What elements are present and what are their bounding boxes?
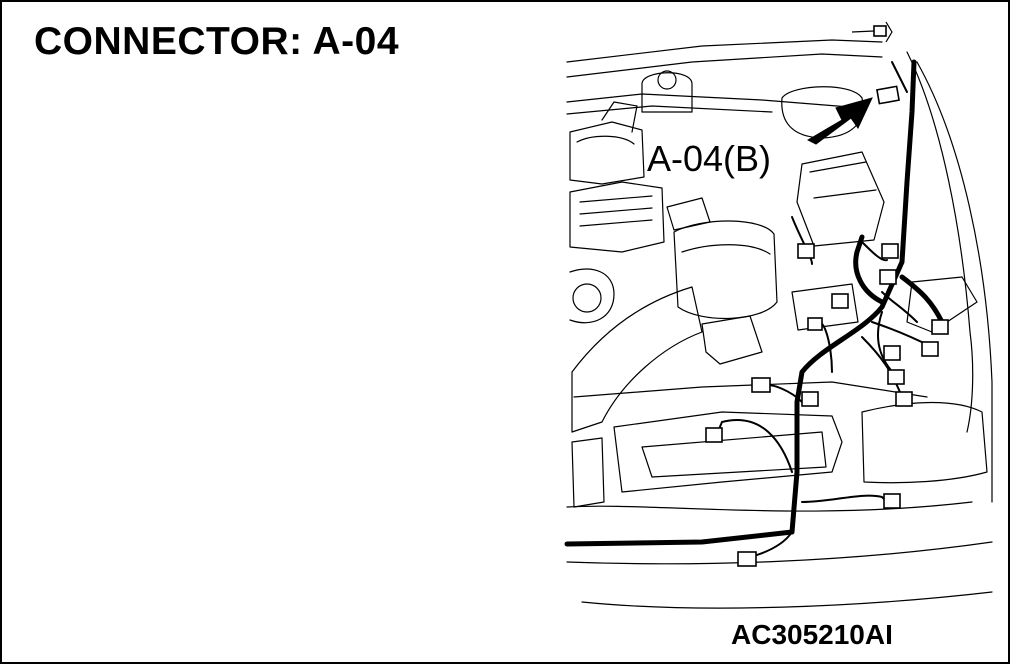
grille <box>571 437 605 508</box>
front-bumper <box>566 501 993 609</box>
intake-box <box>666 197 711 231</box>
radiator-support <box>573 381 928 398</box>
wiring-harness-branch <box>899 274 945 325</box>
connector <box>883 345 901 361</box>
connector <box>797 243 815 259</box>
callout-label: A-04(B) <box>645 138 774 180</box>
connector <box>921 341 939 357</box>
engine-cover <box>569 121 645 185</box>
hood-hinge-line <box>906 51 974 433</box>
hood-outline <box>566 39 883 78</box>
alternator <box>569 268 615 324</box>
fluid-reservoir <box>641 72 693 113</box>
page-title: CONNECTOR: A-04 <box>34 20 400 63</box>
connector <box>705 427 723 443</box>
connector <box>883 493 901 509</box>
connector-top-bolt <box>873 25 887 37</box>
air-intake <box>673 220 778 320</box>
bold-arrow-icon <box>806 97 873 145</box>
wire-branch-5 <box>861 336 903 398</box>
connector <box>881 243 899 259</box>
connector <box>895 391 913 407</box>
wiring-harness-main <box>564 59 917 547</box>
connector <box>931 319 949 335</box>
headlamp-housing <box>613 411 843 493</box>
fender-outline <box>916 61 993 503</box>
cowl-panel <box>566 93 863 115</box>
relay-block <box>791 283 859 331</box>
cylinder-head <box>569 181 665 253</box>
connector <box>887 369 905 385</box>
connector <box>831 293 849 309</box>
connector <box>807 317 823 331</box>
wire-branch-3 <box>801 494 893 508</box>
connector <box>737 551 757 567</box>
resonator <box>701 315 763 365</box>
air-duct <box>571 286 703 433</box>
connector <box>801 391 819 407</box>
wire-branch-7 <box>881 291 918 323</box>
connector <box>879 269 897 285</box>
connector-a04 <box>876 85 900 105</box>
connector <box>751 377 771 393</box>
fuse-box <box>796 151 885 247</box>
wire-branch-1 <box>716 419 793 473</box>
fender-liner <box>861 401 988 484</box>
figure-id: AC305210AI <box>731 619 893 650</box>
